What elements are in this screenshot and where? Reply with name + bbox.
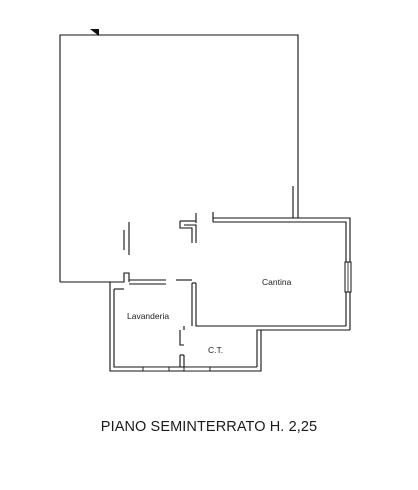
ct-partition-outer [179,330,184,346]
lavanderia-inner-wall [113,289,257,368]
lavanderia-north-door-jamb [110,272,130,283]
room-label-lavanderia: Lavanderia [127,311,169,321]
cantina-north-wall-inner [213,221,347,326]
partition-fragments [123,186,294,255]
cantina-south-wall-inner [195,283,346,327]
lavanderia-south-window-2 [183,366,211,372]
room-label-cantina: Cantina [262,277,292,287]
lavanderia-south-window-1 [142,366,170,372]
large-area-west-wall [59,34,299,282]
cantina-north-wall-outer [213,217,351,330]
cantina-west-stub-outer [179,221,193,243]
large-area-outline [59,34,299,283]
corner-marker-icon [90,29,99,36]
floor-plan-caption: PIANO SEMINTERRATO H. 2,25 [100,419,318,435]
cantina-west-stub-inner [184,224,197,243]
cantina-south-wall-outer [256,329,350,367]
cantina-room [179,212,352,367]
lavanderia-block [109,272,262,372]
room-label-ct: C.T. [208,345,223,355]
